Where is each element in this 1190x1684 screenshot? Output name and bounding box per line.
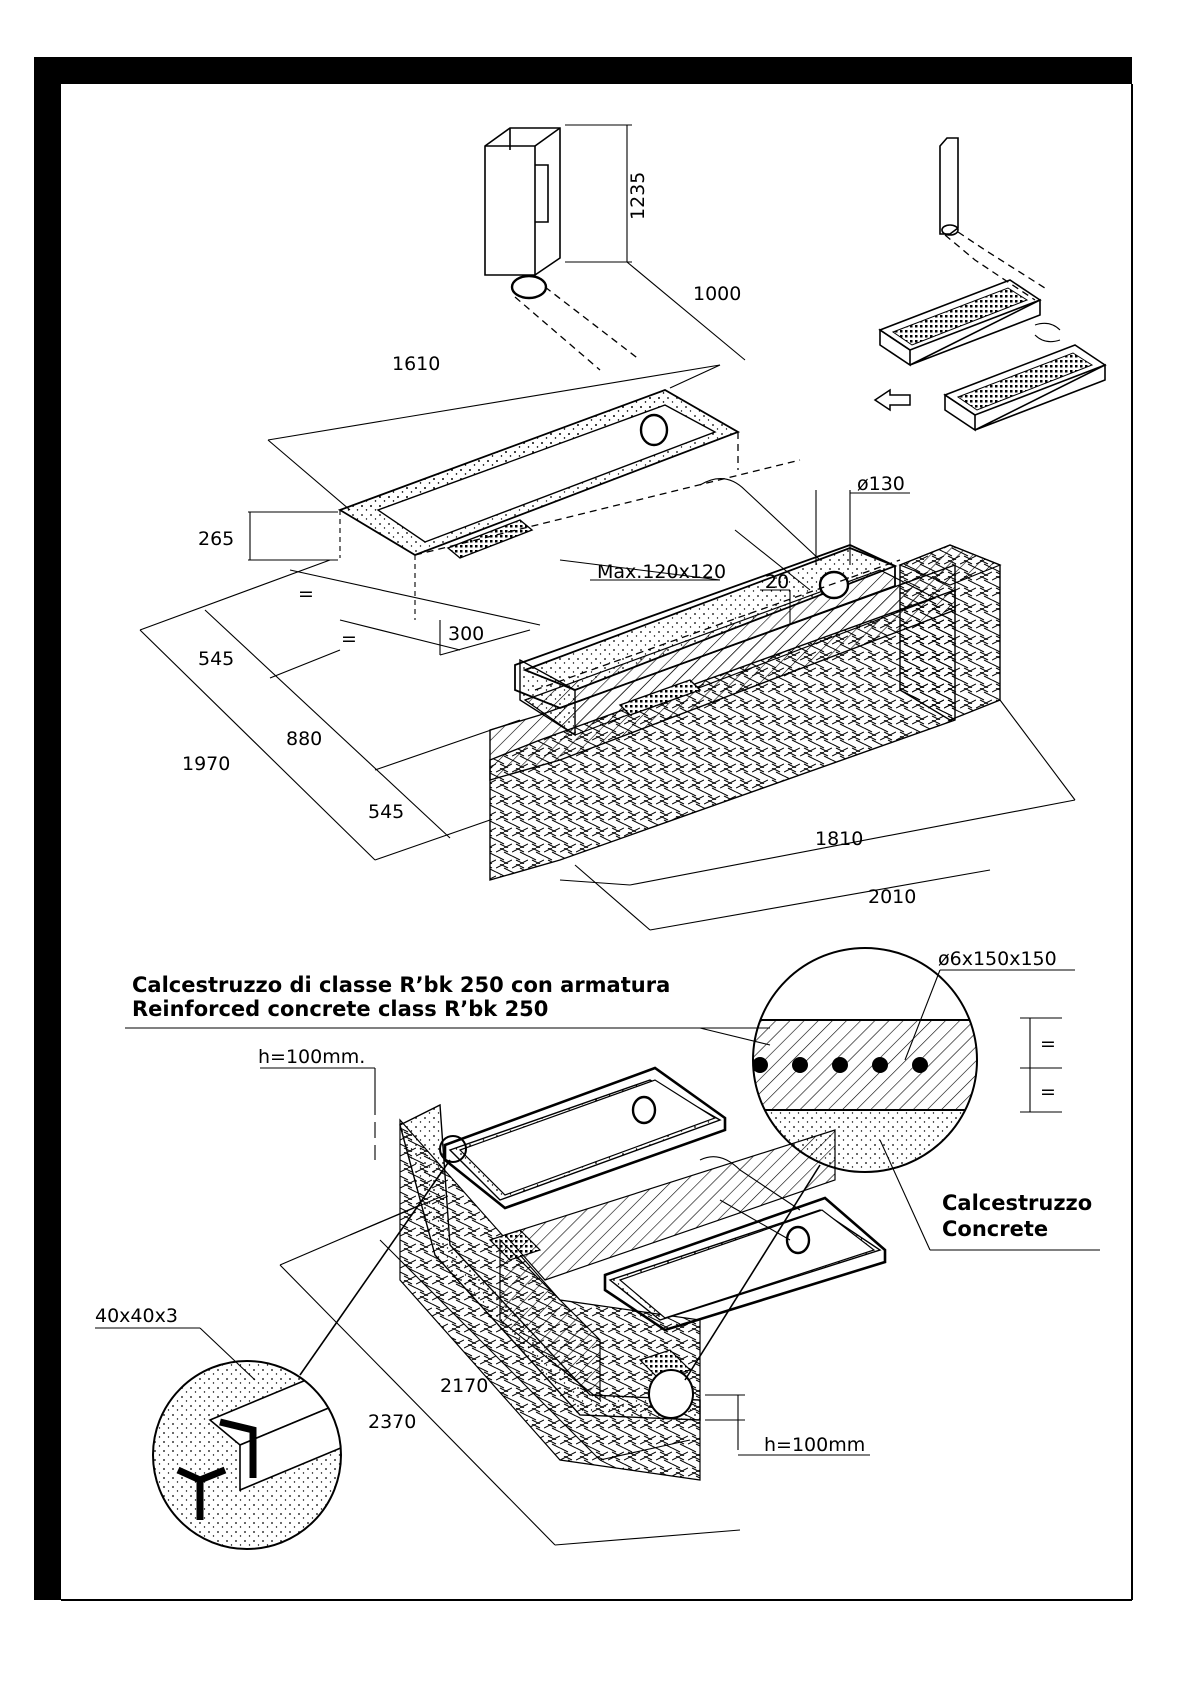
dim-2170: 2170	[440, 1375, 488, 1397]
caption-reinforced-en: Reinforced concrete class R’bk 250	[132, 997, 548, 1021]
top-assembly-drawing: 1235 1000 1610 265 ø130 Max.120x120 20 =…	[140, 125, 1105, 930]
dim-angle-40x40x3: 40x40x3	[95, 1305, 178, 1327]
dim-1235: 1235	[627, 172, 649, 220]
caption-reinforced-it: Calcestruzzo di classe R’bk 250 con arma…	[132, 973, 670, 997]
dim-300: 300	[448, 623, 484, 645]
dim-20: 20	[765, 571, 789, 593]
dim-equal-2: =	[341, 628, 357, 650]
dim-1970: 1970	[182, 753, 230, 775]
dim-1000: 1000	[693, 283, 741, 305]
label-concrete-it: Calcestruzzo	[942, 1191, 1092, 1215]
dim-2010: 2010	[868, 886, 916, 908]
dim-equal-1: =	[298, 583, 314, 605]
downspout-column	[485, 128, 640, 370]
dim-h-100mm-top: h=100mm.	[258, 1046, 365, 1068]
dim-1610: 1610	[392, 353, 440, 375]
angle-detail-circle	[95, 1160, 450, 1560]
bottom-section-drawing: Calcestruzzo di classe R’bk 250 con arma…	[95, 948, 1100, 1560]
dim-545-bottom: 545	[368, 801, 404, 823]
dim-880: 880	[286, 728, 322, 750]
dim-265: 265	[198, 528, 234, 550]
dim-diameter-130: ø130	[857, 473, 905, 495]
lower-channel-in-ground	[490, 545, 1000, 880]
dim-equal-3: =	[1040, 1033, 1056, 1055]
arrow-icon	[875, 390, 910, 410]
dim-rebar-6x150x150: ø6x150x150	[938, 948, 1057, 970]
label-concrete-en: Concrete	[942, 1217, 1048, 1241]
inset-sketch	[875, 138, 1105, 430]
dim-545-top: 545	[198, 648, 234, 670]
dim-2370: 2370	[368, 1411, 416, 1433]
dim-equal-4: =	[1040, 1081, 1056, 1103]
dim-h-100mm-bottom: h=100mm	[764, 1434, 865, 1456]
dim-1810: 1810	[815, 828, 863, 850]
dim-max-120x120: Max.120x120	[597, 561, 726, 583]
